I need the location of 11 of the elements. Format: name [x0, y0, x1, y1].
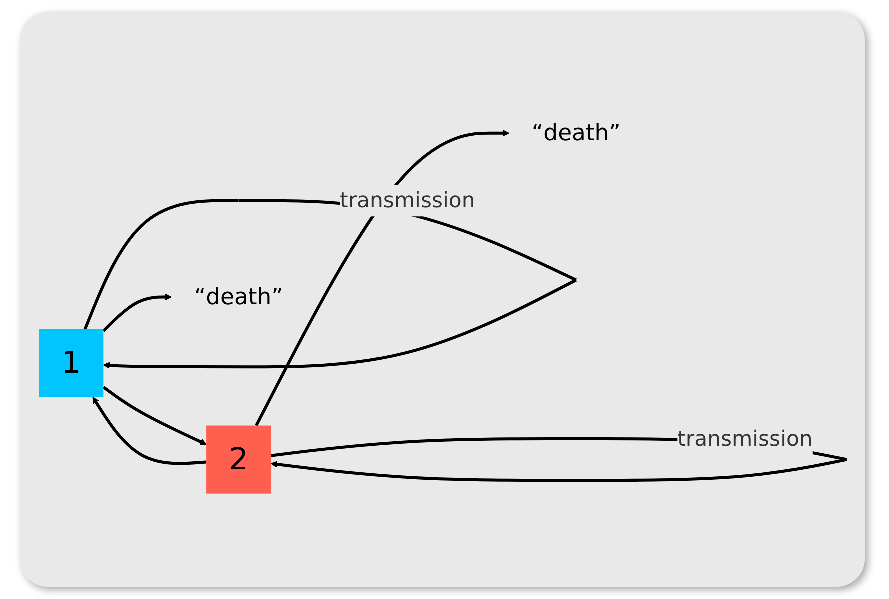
arrow — [102, 294, 172, 332]
node-box — [206, 426, 271, 494]
edge-label: transmission — [677, 426, 812, 452]
edge-label: transmission — [340, 188, 475, 213]
node-box — [38, 329, 104, 398]
node-text: “death” — [531, 120, 620, 147]
card-background: transmission transmission 1 2 “death” “death” — [20, 12, 865, 587]
arrow — [92, 397, 206, 466]
arrow — [254, 130, 510, 427]
arrow — [102, 386, 206, 446]
node-text: “death” — [194, 284, 283, 311]
